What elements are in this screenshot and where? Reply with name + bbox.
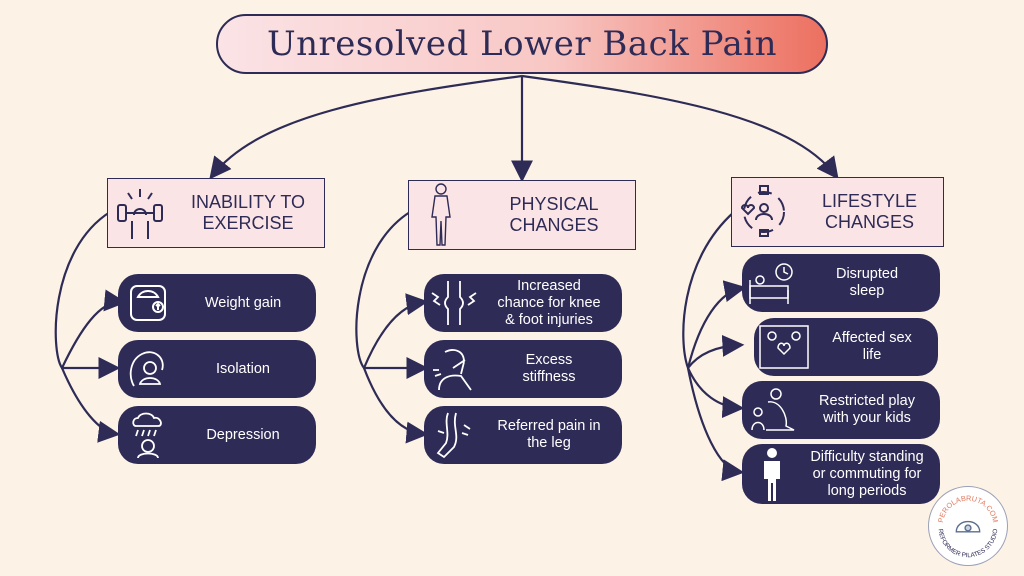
leg-pain-icon bbox=[424, 407, 484, 463]
item-referred-leg-pain: Referred pain in the leg bbox=[424, 406, 622, 464]
arrow-sex bbox=[687, 334, 745, 369]
item-label: Excess stiffness bbox=[522, 352, 576, 385]
arrow-standing bbox=[686, 367, 745, 482]
item-label: Depression bbox=[206, 426, 280, 443]
body-outline-icon bbox=[409, 183, 473, 247]
dumbbell-flex-icon bbox=[108, 181, 172, 245]
neck-pain-icon bbox=[424, 341, 484, 397]
item-label: Referred pain in the leg bbox=[497, 418, 601, 451]
logo-top-text: PEROLABRUTA.COM bbox=[936, 494, 1000, 524]
item-disrupted-sleep: Disrupted sleep bbox=[742, 254, 940, 312]
parent-child-icon bbox=[742, 382, 802, 438]
arrow-depression bbox=[60, 367, 121, 443]
arrow-to-lifestyle bbox=[521, 74, 839, 180]
item-label: Affected sex life bbox=[832, 330, 912, 363]
arrow-to-exercise bbox=[209, 74, 523, 180]
category-label: LIFESTYLE CHANGES bbox=[821, 191, 918, 232]
item-label: Isolation bbox=[215, 360, 270, 377]
knee-joint-icon bbox=[424, 275, 484, 331]
item-isolation: Isolation bbox=[118, 340, 316, 398]
lifestyle-circle-icon bbox=[732, 180, 796, 244]
item-difficulty-standing: Difficulty standing or commuting for lon… bbox=[742, 444, 940, 504]
category-label: INABILITY TO EXERCISE bbox=[190, 192, 306, 233]
item-excess-stiffness: Excess stiffness bbox=[424, 340, 622, 398]
oyster-pearl-icon bbox=[955, 520, 981, 533]
item-weight-gain: Weight gain bbox=[118, 274, 316, 332]
standing-person-icon bbox=[742, 446, 802, 502]
studio-logo: PEROLABRUTA.COM REFORMER PILATES STUDIO bbox=[928, 486, 1008, 566]
bed-clock-icon bbox=[742, 255, 802, 311]
arrow-knee bbox=[355, 211, 429, 371]
item-label: Difficulty standing or commuting for lon… bbox=[810, 448, 924, 499]
arrow-play bbox=[686, 367, 745, 419]
title-banner: Unresolved Lower Back Pain bbox=[216, 14, 828, 74]
item-restricted-play: Restricted play with your kids bbox=[742, 381, 940, 439]
logo-bottom-text: REFORMER PILATES STUDIO bbox=[937, 528, 1000, 559]
item-label: Disrupted sleep bbox=[835, 266, 899, 299]
item-label: Weight gain bbox=[204, 294, 282, 311]
category-inability-to-exercise: INABILITY TO EXERCISE bbox=[107, 178, 325, 248]
item-label: Increased chance for knee & foot injurie… bbox=[497, 277, 601, 328]
scale-icon bbox=[118, 275, 178, 331]
category-lifestyle-changes: LIFESTYLE CHANGES bbox=[731, 177, 944, 247]
arrow-leg bbox=[362, 367, 429, 444]
bed-heart-icon bbox=[754, 319, 814, 375]
category-label: PHYSICAL CHANGES bbox=[509, 194, 599, 235]
page-title: Unresolved Lower Back Pain bbox=[266, 24, 778, 64]
item-knee-foot-injuries: Increased chance for knee & foot injurie… bbox=[424, 274, 622, 332]
item-depression: Depression bbox=[118, 406, 316, 464]
item-affected-sex-life: Affected sex life bbox=[754, 318, 938, 376]
category-physical-changes: PHYSICAL CHANGES bbox=[408, 180, 636, 250]
arrow-sleep bbox=[682, 211, 747, 372]
rain-cloud-icon bbox=[118, 407, 178, 463]
item-label: Restricted play with your kids bbox=[819, 393, 915, 426]
arrow-weight-gain bbox=[54, 211, 127, 371]
sad-person-icon bbox=[118, 341, 178, 397]
